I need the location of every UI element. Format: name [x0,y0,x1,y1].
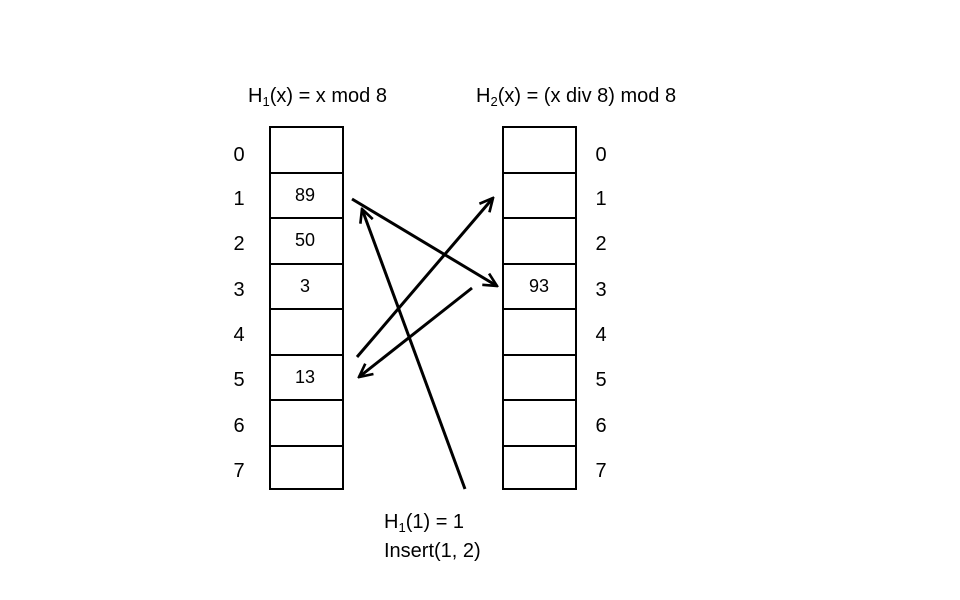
left-slot-4 [271,310,342,356]
h1-formula: H1(x) = x mod 8 [248,85,387,109]
slot-value: 13 [295,366,316,387]
insert-hash-note: H1(1) = 1 [384,511,465,535]
right-slot-1 [504,174,575,219]
right-index: 7 [595,460,607,482]
right-slot-3: 93 [504,265,575,310]
left-slot-5: 13 [271,356,342,401]
slot-value: 50 [295,230,316,250]
left-index: 4 [233,324,245,346]
right-index: 6 [595,415,607,437]
insert-operation-note: Insert(1, 2) [384,540,481,562]
right-slot-0 [504,128,575,174]
left-index: 6 [233,415,245,437]
slot-value: 3 [300,275,311,296]
left-index: 3 [233,279,245,301]
arrow-89-to-right-3 [351,197,497,286]
left-index: 7 [233,460,245,482]
left-slot-2: 50 [271,219,342,265]
right-index: 0 [595,144,607,166]
right-hash-table: 93 [502,126,577,490]
h2-formula: H2(x) = (x div 8) mod 8 [476,85,677,109]
right-slot-4 [504,310,575,356]
right-index: 1 [595,188,607,210]
left-hash-table: 89 50 3 13 [269,126,344,490]
right-slot-5 [504,356,575,401]
left-index: 0 [233,144,245,166]
right-index: 3 [595,279,607,301]
right-index: 5 [595,369,607,391]
slot-value: 93 [529,275,550,296]
right-index: 4 [595,324,607,346]
arrow-13-to-right-1 [355,198,493,358]
arrow-insert-to-left-1 [362,209,467,490]
left-slot-6 [271,401,342,447]
right-slot-6 [504,401,575,447]
left-index: 5 [233,369,245,391]
left-index: 1 [233,188,245,210]
left-slot-3: 3 [271,265,342,310]
left-slot-0 [271,128,342,174]
left-slot-1: 89 [271,174,342,219]
left-index: 2 [233,233,245,255]
right-slot-2 [504,219,575,265]
slot-value: 89 [295,184,316,205]
right-index: 2 [595,233,607,255]
arrow-93-to-left-5 [359,286,473,377]
